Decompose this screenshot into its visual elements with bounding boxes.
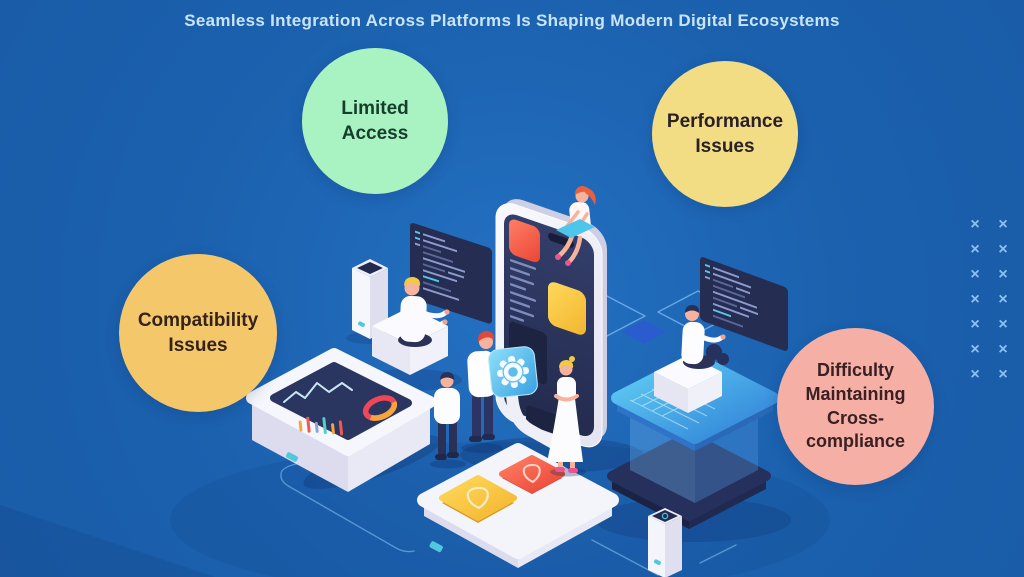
person-sitting-left [398,277,450,347]
cross-icon: × [998,241,1008,258]
app-tile-red [509,219,540,263]
person-with-gear [461,331,538,453]
cross-icon: × [970,216,980,233]
bubble-compatibility-issues: Compatibility Issues [119,254,277,412]
cross-icon: × [970,316,980,333]
cross-icon: × [970,266,980,283]
cross-icon: × [998,266,1008,283]
person-on-phone-top [555,186,596,266]
person-standing-dress [547,356,586,477]
shield-platform [417,443,619,568]
screen-text-lines [510,259,536,333]
bubble-limited-access: Limited Access [302,48,448,194]
app-tile-yellow [548,282,586,335]
cross-icon: × [970,366,980,383]
cross-icon: × [970,341,980,358]
connector-lines [280,462,737,576]
dashboard-analytics-icon [246,348,436,492]
cross-icon: × [998,316,1008,333]
shield-button-yellow-icon [439,475,517,523]
glass-column [630,410,758,503]
person-sitting-right [681,305,729,369]
bubble-performance-issues: Performance Issues [652,61,798,207]
blue-tile [622,320,666,344]
cross-icon: × [998,366,1008,383]
code-screen-right-icon [700,257,788,351]
cross-icon: × [970,241,980,258]
cross-icon: × [998,341,1008,358]
cross-pattern: × × × × × × × × × × × × × × [967,212,1011,387]
cross-icon: × [998,216,1008,233]
cross-icon: × [970,291,980,308]
laptop-icon [556,219,595,238]
cross-icon: × [998,291,1008,308]
bubble-difficulty-cross-compliance: Difficulty Maintaining Cross- compliance [777,328,934,485]
server-tower-small-icon [648,508,682,577]
page-title: Seamless Integration Across Platforms Is… [184,11,840,30]
shield-button-red-icon [499,455,565,494]
gear-icon [488,346,538,398]
ribbon-road [506,386,570,455]
person-standing-center [430,372,466,469]
code-screen-left-icon [410,223,492,324]
